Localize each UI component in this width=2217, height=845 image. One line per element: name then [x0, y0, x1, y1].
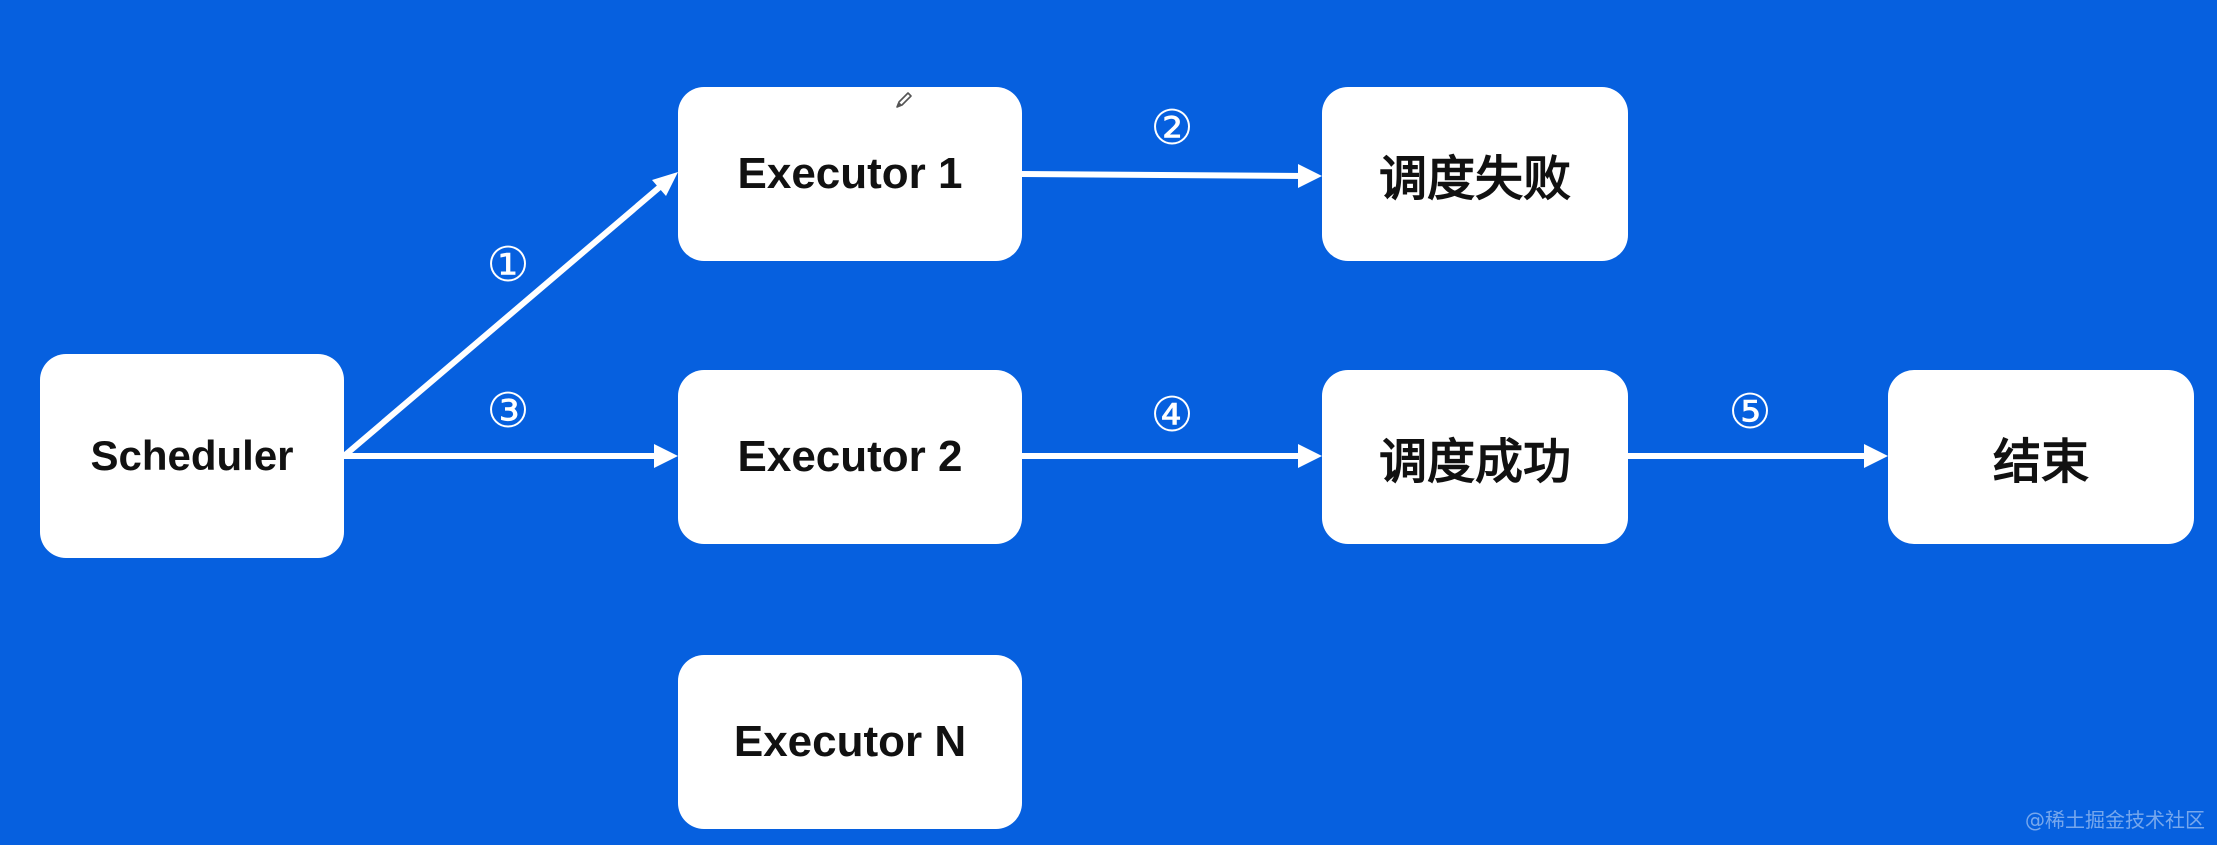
arrowhead-executor-2 — [654, 444, 678, 468]
edge-scheduler-to-executor-1 — [342, 177, 670, 459]
end-label: 结束 — [1992, 434, 2089, 490]
scheduler-node: Scheduler — [40, 354, 344, 558]
scheduler-label: Scheduler — [90, 432, 294, 479]
executor-2-label: Executor 2 — [737, 432, 963, 481]
step-5-label: ⑤ — [1728, 384, 1772, 440]
schedule-succeeded-label: 调度成功 — [1378, 434, 1571, 490]
schedule-failed-node: 调度失败 — [1322, 87, 1628, 261]
step-4-label: ④ — [1150, 387, 1194, 443]
end-node: 结束 — [1888, 370, 2194, 544]
schedule-succeeded-node: 调度成功 — [1322, 370, 1628, 544]
executor-n-label: Executor N — [733, 717, 967, 766]
arrowhead-succeeded — [1298, 444, 1322, 468]
executor-2-node: Executor 2 — [678, 370, 1022, 544]
arrowhead-end — [1864, 444, 1888, 468]
executor-1-node: Executor 1 — [678, 87, 1022, 261]
watermark: @稀土掘金技术社区 — [2025, 808, 2205, 832]
arrowhead-failed — [1298, 164, 1322, 188]
schedule-failed-label: 调度失败 — [1378, 151, 1571, 207]
executor-n-node: Executor N — [678, 655, 1022, 829]
step-3-label: ③ — [486, 383, 530, 439]
step-2-label: ② — [1150, 100, 1194, 156]
step-1-label: ① — [486, 237, 530, 293]
pencil-icon — [896, 92, 912, 108]
arrowhead-executor-1 — [652, 172, 678, 196]
edge-executor-1-to-failed — [1021, 171, 1305, 179]
executor-1-label: Executor 1 — [737, 149, 963, 198]
